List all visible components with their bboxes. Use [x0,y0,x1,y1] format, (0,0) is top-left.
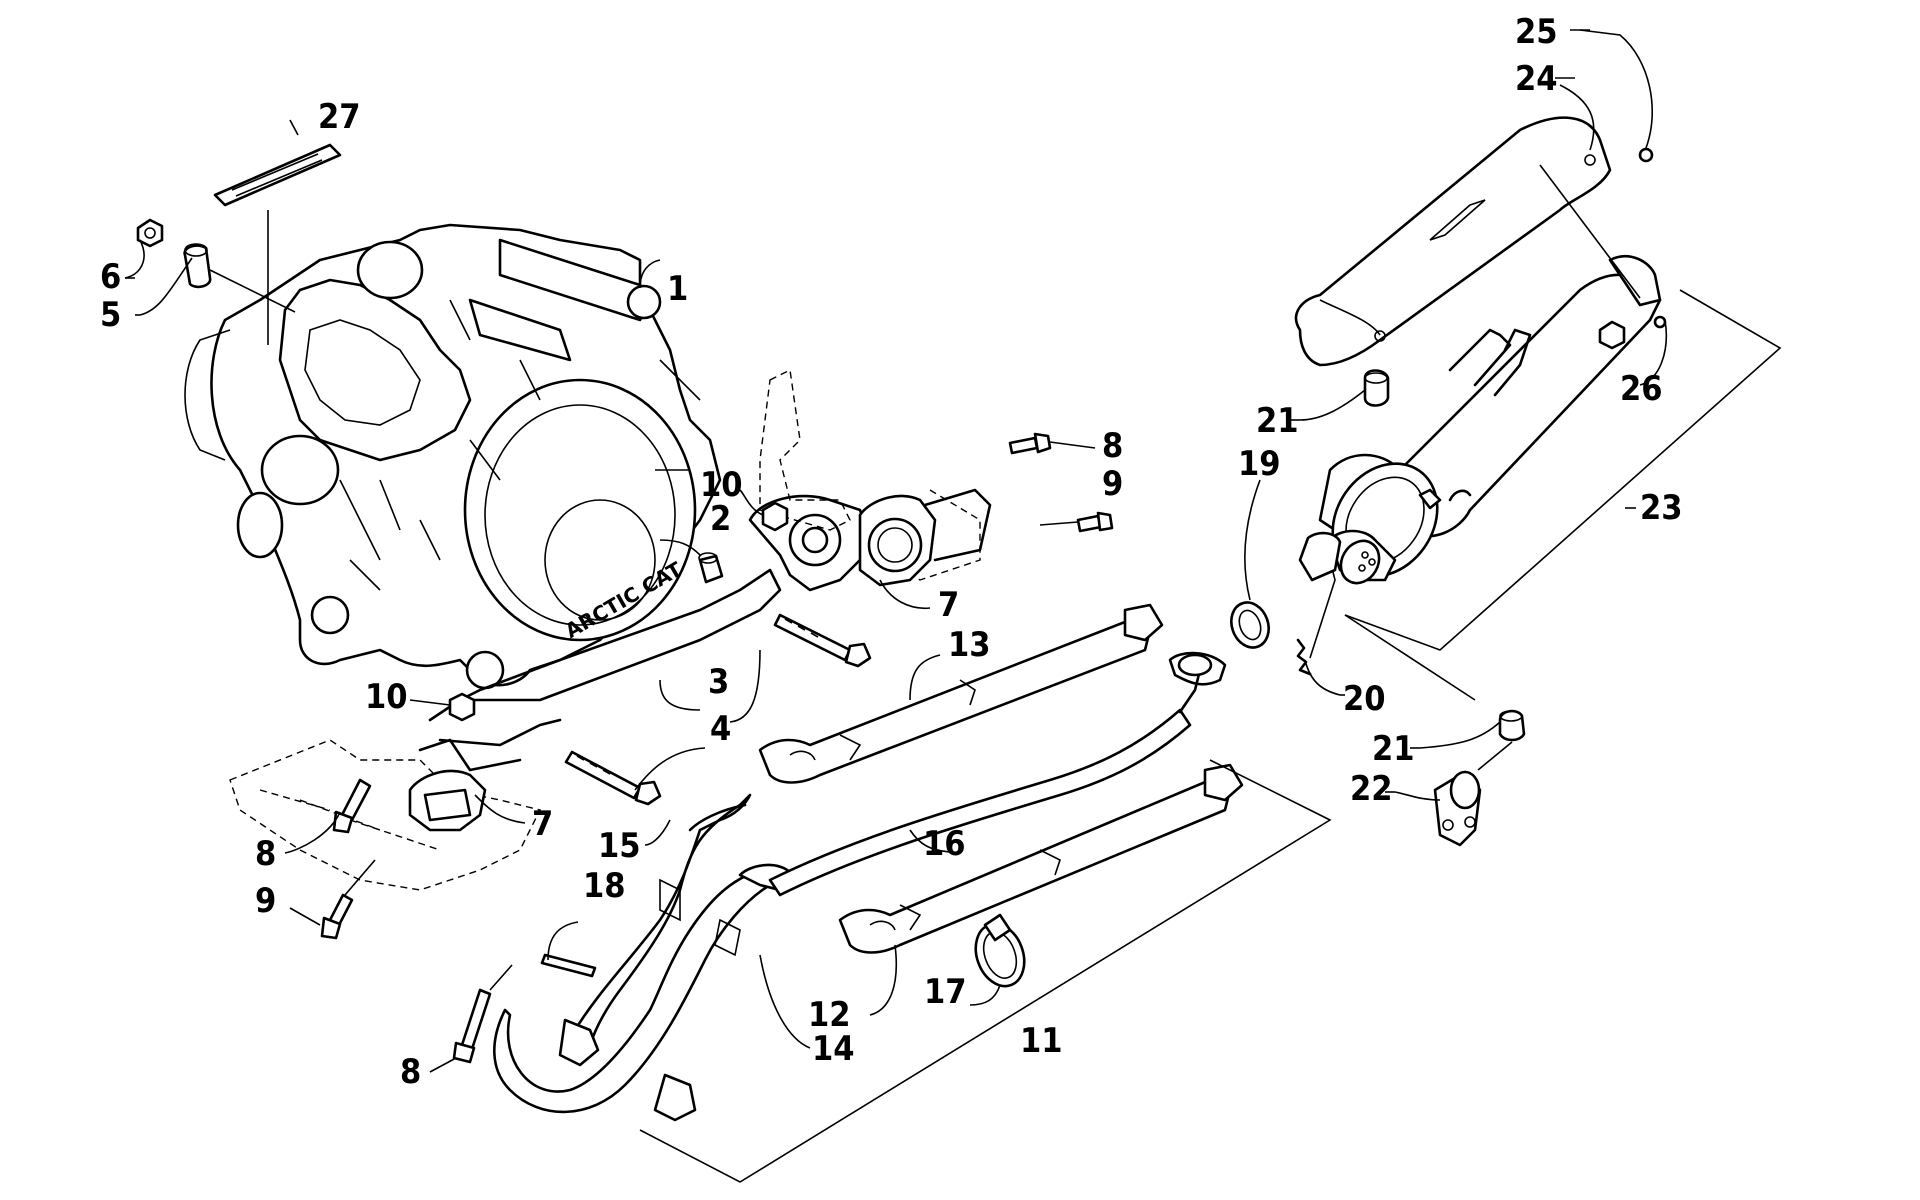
label-9a: 9 [1102,464,1123,504]
label-4: 4 [710,709,731,749]
label-6: 6 [100,257,121,297]
label-2: 2 [710,499,731,539]
label-20: 20 [1343,679,1386,719]
label-1: 1 [667,269,688,309]
engine-assembly: ARCTIC CAT [184,223,722,690]
gasket-19 [1230,601,1270,649]
label-21b: 21 [1372,729,1415,769]
heat-shield-12 [838,763,1244,954]
gasket-7-lower [408,738,522,832]
label-7a: 7 [938,585,959,625]
group-bracket-20 [1344,614,1476,701]
label-10a: 10 [700,465,743,505]
bolt-9-left [320,859,376,940]
callout-labels: 1 2 3 4 5 6 7 7 8 8 8 9 9 10 10 11 12 13… [100,12,1683,1092]
header-pipe-15 [558,793,752,1067]
label-14: 14 [812,1029,855,1069]
label-24: 24 [1515,59,1558,99]
nut-10-upper [761,501,789,532]
nut-10-lower [448,692,476,722]
label-5: 5 [100,295,121,335]
label-23: 23 [1640,488,1683,528]
clamp-17 [974,913,1026,988]
label-15: 15 [598,826,641,866]
bolt-4-lower [564,750,662,806]
label-21a: 21 [1256,401,1299,441]
label-stems [125,29,1636,793]
label-27: 27 [318,97,361,137]
gasket-18 [540,953,597,978]
heat-shield-13 [758,603,1164,784]
screw-25 [1638,147,1654,163]
label-8c: 8 [400,1052,421,1092]
bracket-22 [1433,770,1482,847]
label-13: 13 [948,625,991,665]
spacer-5 [183,243,296,313]
label-16: 16 [923,824,966,864]
gasket-7-upper [858,488,992,587]
leader-lines [124,29,1668,1073]
label-9b: 9 [255,881,276,921]
header-pipe-14 [493,863,792,1122]
group-bracket-11 [639,759,1332,1183]
label-25: 25 [1515,12,1558,52]
nut-6 [136,218,164,248]
bolt-8-upper [1008,432,1052,455]
label-8a: 8 [1102,426,1123,466]
grommet-21-upper [1363,369,1390,407]
muffler-23 [1298,255,1662,585]
washer-26 [1653,315,1667,329]
label-26: 26 [1620,369,1663,409]
bolt-8-bottom [452,964,513,1064]
grommet-21-lower [1477,709,1526,771]
label-12: 12 [808,995,851,1035]
stud-2 [698,552,724,584]
decal-27 [213,119,342,345]
heat-shield-24 [1294,116,1612,367]
heat-shield-lower-dashed [229,739,542,891]
bolt-4-upper [773,613,872,668]
group-bracket-23 [1344,164,1782,651]
label-8b: 8 [255,834,276,874]
label-17: 17 [924,972,967,1012]
label-22: 22 [1350,769,1393,809]
label-11: 11 [1020,1021,1063,1061]
bolt-8-left [332,778,372,834]
label-3: 3 [708,662,729,702]
mid-pipe-16 [768,651,1227,897]
label-10b: 10 [365,677,408,717]
label-7b: 7 [532,804,553,844]
label-19: 19 [1238,444,1281,484]
label-18: 18 [583,866,626,906]
bolt-9-upper [1076,511,1114,533]
